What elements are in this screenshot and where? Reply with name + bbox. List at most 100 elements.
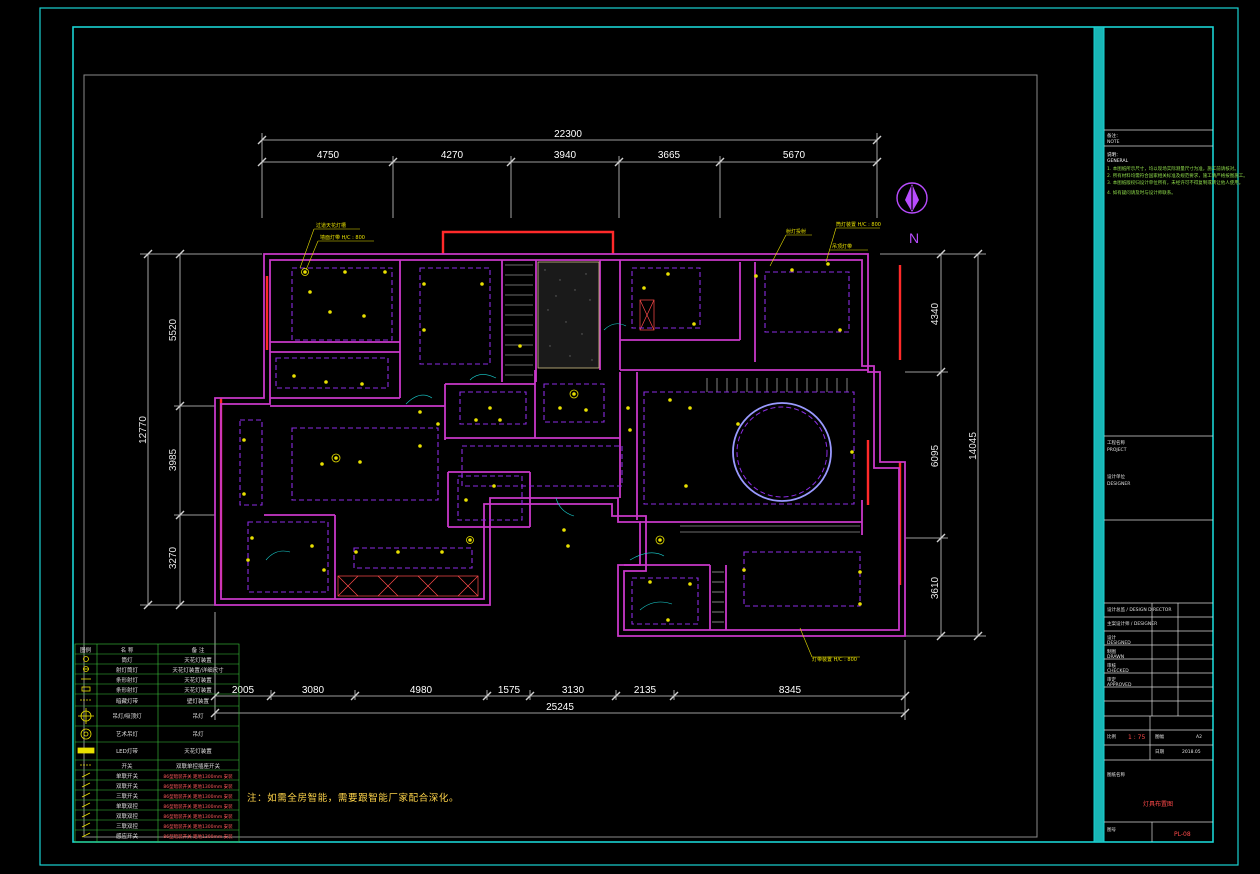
tb-scale-value: 1 : 75: [1128, 734, 1145, 741]
legend-row-remark: 86型暗装开关 距地1300mm 安装: [163, 833, 233, 840]
tb-row: CHECKED: [1107, 668, 1129, 674]
fixture-rings: [301, 268, 665, 545]
tb-designer-sub: DESIGNER: [1107, 481, 1130, 487]
legend-row-name: 单联双控: [116, 802, 139, 810]
annotation-top-left-a: 过道天花灯槽: [316, 222, 346, 229]
legend-row-name: 条形射灯: [116, 676, 139, 684]
dim-bottom-1: 2005: [232, 685, 255, 696]
legend-row-remark: 86型暗装开关 距地1300mm 安装: [163, 793, 233, 800]
dim-left-total: 12770: [138, 416, 149, 444]
tb-drawing-no-label: 图号: [1107, 827, 1116, 833]
tb-row: 设计: [1107, 634, 1116, 641]
legend-row-name: 艺术吊灯: [116, 730, 139, 738]
dim-bottom-4: 1575: [498, 685, 521, 696]
legend-row-remark: 双联单控插座开关: [176, 762, 221, 770]
legend-header-symbol: 图例: [80, 646, 92, 654]
tb-row: 审定: [1107, 676, 1116, 683]
legend-row-name: 吊灯/吸顶灯: [112, 712, 142, 720]
legend-row-remark: 天花灯装置: [184, 656, 212, 664]
tb-top-label: 备注：: [1107, 132, 1121, 139]
tb-row: 审核: [1107, 662, 1116, 669]
legend-row-remark: 86型暗装开关 距地1300mm 安装: [163, 823, 233, 830]
legend-row-name: 暗藏灯带: [116, 697, 139, 705]
dim-right-2: 6095: [930, 444, 941, 467]
tb-date-label: 日期: [1155, 749, 1164, 755]
dim-left-2: 3985: [168, 448, 179, 471]
annotation-top-left-b: 墙面灯带 H/C : 800: [320, 234, 365, 241]
dim-bottom-7: 8345: [779, 685, 802, 696]
dim-bottom-3: 4980: [410, 685, 433, 696]
tb-scale-label: 比例: [1107, 733, 1116, 740]
general-note: 注：如需全房智能，需要跟智能厂家配合深化。: [247, 792, 459, 804]
legend-row-name: LED灯带: [116, 747, 138, 755]
tb-top-value: NOTE: [1107, 139, 1120, 145]
legend-header-remark: 备 注: [192, 646, 205, 654]
dim-right-total: 14045: [968, 432, 979, 460]
legend-header-name: 名 称: [121, 646, 134, 654]
sheet-border: [72, 26, 1214, 843]
tb-date-value: 2018.05: [1182, 749, 1201, 755]
tb-note-line: 4. 如有疑问请及时与设计师联系。: [1107, 189, 1176, 196]
dim-top-3: 3940: [554, 150, 577, 161]
walls: [214, 253, 906, 637]
tb-notes-heading: 说明：: [1107, 151, 1121, 158]
tb-size-label: 图幅: [1155, 733, 1164, 740]
tb-drawing-title: 灯具布置图: [1143, 800, 1173, 808]
legend-row-name: 筒灯: [121, 656, 133, 664]
legend-row-name: 双联双控: [116, 812, 139, 820]
top-dimension-chain: [257, 133, 882, 218]
tb-note-line: 2. 所有材料均需符合国家相关标准及规范要求，施工请严格按图施工。: [1107, 172, 1248, 179]
tb-note-line: 3. 本图纸版权归设计单位所有，未经许可不得复制或转让他人使用。: [1107, 179, 1243, 186]
tb-row: DESIGNED: [1107, 640, 1131, 646]
annotation-top-right-a: 筒灯装置 H/C : 800: [836, 221, 881, 228]
fixtures: [242, 262, 862, 622]
left-dimension-chain: [140, 249, 262, 610]
tb-row: 设计总监 / DESIGN DIRECTOR: [1107, 606, 1171, 613]
legend-rows: 筒灯 天花灯装置 射灯筒灯 天花灯装置/详细尺寸 条形射灯 天花灯装置 条形射灯…: [112, 656, 233, 840]
viewport-frame: [83, 74, 1038, 838]
north-label: N: [909, 230, 919, 246]
legend-row-name: 双联开关: [116, 782, 139, 790]
legend-row-remark: 吊灯: [192, 730, 204, 738]
round-ceiling: [732, 402, 832, 502]
dim-top-5: 5670: [783, 150, 806, 161]
annotation-bottom-right: 灯带装置 H/C : 800: [812, 656, 857, 663]
legend-row-remark: 天花灯装置: [184, 686, 212, 694]
dim-bottom-2: 3080: [302, 685, 325, 696]
dim-right-1: 4340: [930, 302, 941, 325]
dim-top-1: 4750: [317, 150, 340, 161]
legend-symbols: [77, 656, 95, 838]
annotation-leaders: [299, 227, 880, 658]
legend-row-name: 射灯筒灯: [116, 666, 139, 674]
tb-designer-label: 设计单位: [1107, 473, 1125, 480]
tb-client-label: 工程名称: [1107, 439, 1125, 446]
legend-table: [74, 643, 240, 843]
dim-top-total: 22300: [554, 129, 582, 140]
switch-wiring: [265, 323, 673, 611]
legend-row-remark: 86型暗装开关 距地1300mm 安装: [163, 813, 233, 820]
legend-row-name: 单联开关: [116, 772, 139, 780]
tb-row: DRAWN: [1107, 654, 1124, 660]
legend-row-remark: 86型暗装开关 距地1300mm 安装: [163, 783, 233, 790]
legend-row-remark: 天花灯装置/详细尺寸: [172, 666, 224, 674]
stone-texture: [544, 269, 593, 361]
hatching: [505, 264, 860, 623]
outer-border: [39, 7, 1239, 866]
drawing-frames: [39, 7, 1239, 866]
legend-row-name: 三联开关: [116, 792, 139, 800]
dim-top-4: 3665: [658, 150, 681, 161]
stone-area: [537, 261, 600, 369]
legend-row-remark: 86型暗装开关 距地1300mm 安装: [163, 803, 233, 810]
legend-row-name: 感应开关: [116, 832, 139, 840]
tb-note-line: 1. 本图纸所示尺寸，均以现场实际测量尺寸为准，施工前请核对。: [1107, 165, 1239, 172]
legend-row-remark: 天花灯装置: [184, 747, 212, 755]
tb-notes-sub: GENERAL: [1107, 158, 1129, 164]
legend-row-remark: 吊灯: [192, 712, 204, 720]
title-block: [1104, 129, 1213, 842]
ceiling-layout: [239, 267, 861, 625]
tb-row: APPROVED: [1107, 682, 1132, 688]
annotation-top-right-b: 吊顶灯带: [832, 243, 852, 250]
floor-plan: [214, 230, 906, 637]
legend-row-remark: 壁灯装置: [187, 697, 210, 705]
